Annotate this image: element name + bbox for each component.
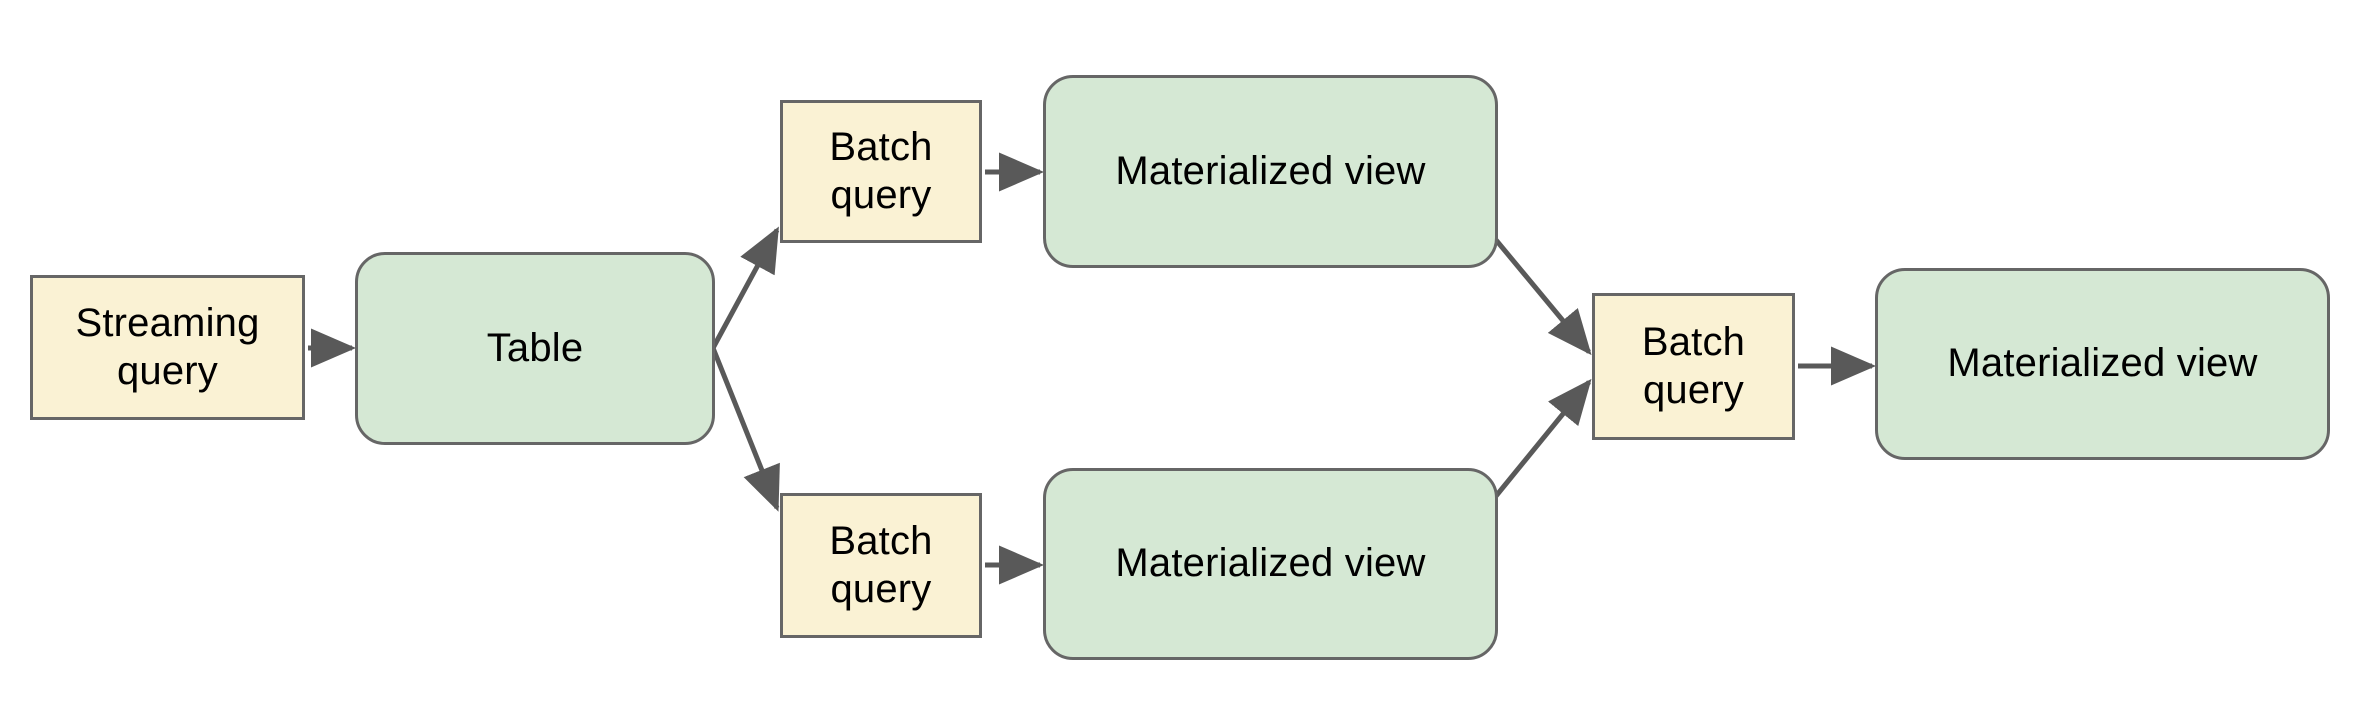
node-materialized-view-final[interactable]: Materialized view: [1875, 268, 2330, 460]
node-batch-query-upper-label: Batch query: [829, 125, 933, 217]
edge-table-to-batch-query-upper: [710, 226, 780, 350]
edge-table-to-batch-query-lower: [710, 347, 780, 512]
node-batch-query-upper[interactable]: Batch query: [780, 100, 982, 243]
node-batch-query-lower[interactable]: Batch query: [780, 493, 982, 638]
edge-materialized-view-upper-to-batch-query-join: [1494, 238, 1592, 356]
node-batch-query-join-label: Batch query: [1641, 320, 1746, 412]
node-streaming-query-label: Streaming query: [75, 301, 260, 393]
node-table-label: Table: [486, 325, 584, 370]
node-streaming-query[interactable]: Streaming query: [30, 275, 305, 420]
node-batch-query-lower-label: Batch query: [829, 519, 933, 611]
node-materialized-view-upper[interactable]: Materialized view: [1043, 75, 1498, 268]
node-materialized-view-lower-label: Materialized view: [1115, 541, 1426, 586]
node-table[interactable]: Table: [355, 252, 715, 445]
node-materialized-view-upper-label: Materialized view: [1115, 148, 1426, 193]
edge-materialized-view-lower-to-batch-query-join: [1494, 378, 1592, 498]
node-materialized-view-lower[interactable]: Materialized view: [1043, 468, 1498, 660]
node-materialized-view-final-label: Materialized view: [1947, 341, 2258, 386]
node-batch-query-join[interactable]: Batch query: [1592, 293, 1795, 440]
